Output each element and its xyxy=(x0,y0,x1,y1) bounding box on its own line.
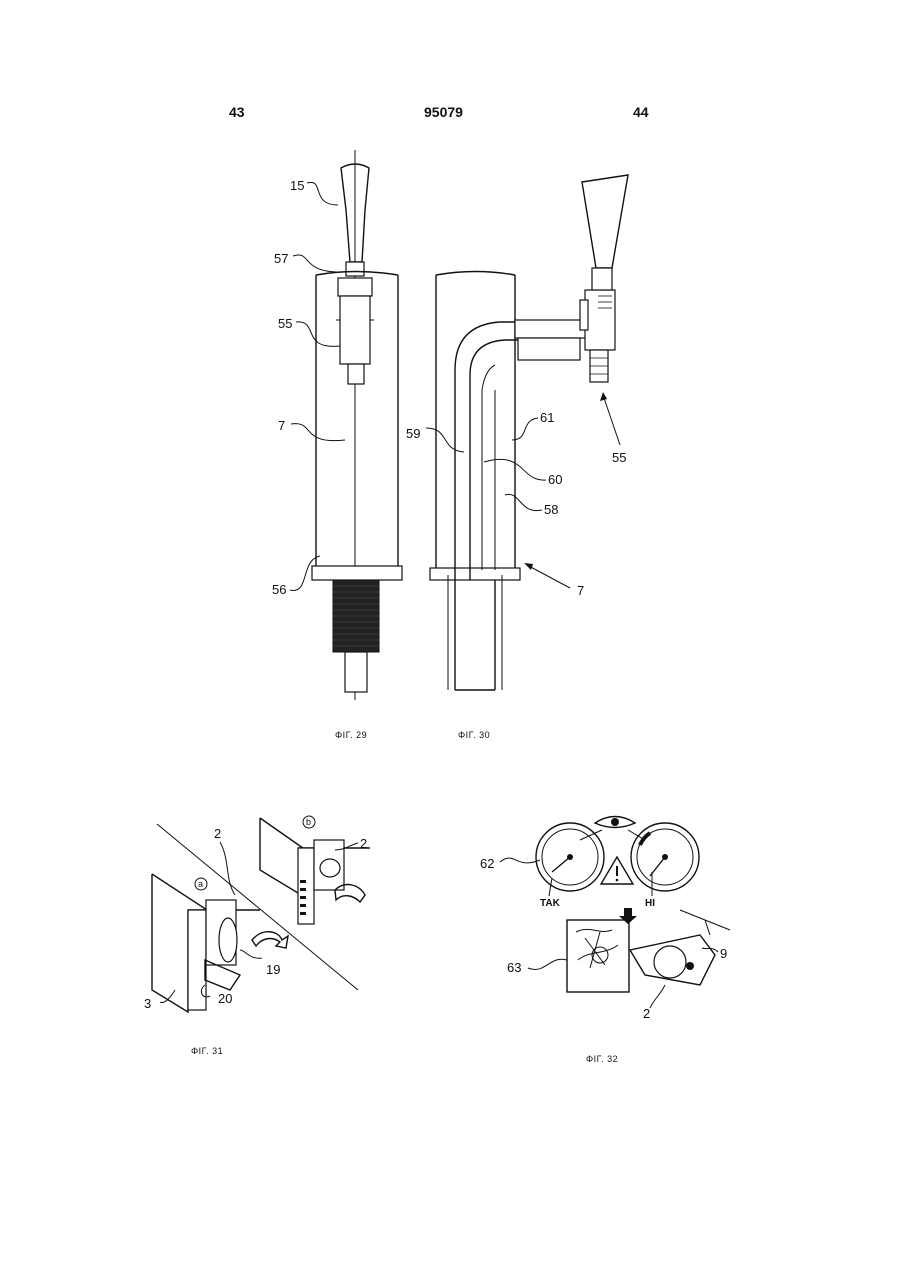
leader-58 xyxy=(505,494,542,510)
keg-connector-a xyxy=(219,918,237,962)
label-2-fig32: 2 xyxy=(643,1006,650,1021)
tap-valve-section xyxy=(585,290,615,350)
label-20: 20 xyxy=(218,991,232,1006)
tap-handle-section xyxy=(582,175,628,268)
rotate-arrow-b xyxy=(335,885,365,902)
gauge-left-needle xyxy=(552,857,570,872)
label-hi: HI xyxy=(645,898,655,909)
tap-arm-lower xyxy=(518,338,580,360)
label-57: 57 xyxy=(274,251,288,266)
label-61: 61 xyxy=(540,410,554,425)
leader-59 xyxy=(426,428,464,452)
figure-30: 61 59 55 60 58 7 ΦΙΓ. 30 xyxy=(406,175,628,740)
label-59: 59 xyxy=(406,426,420,441)
arrow-7 xyxy=(527,565,570,588)
label-62: 62 xyxy=(480,856,494,871)
leader-57 xyxy=(293,255,340,272)
leader-61 xyxy=(512,418,538,440)
tap-arm xyxy=(515,320,590,338)
label-2-b: 2 xyxy=(360,836,367,851)
label-7: 7 xyxy=(278,418,285,433)
label-3: 3 xyxy=(144,996,151,1011)
caption-fig-30: ΦΙΓ. 30 xyxy=(458,730,490,740)
label-63: 63 xyxy=(507,960,521,975)
arrow-55 xyxy=(603,395,620,445)
figure-31: a b 2 2 19 3 20 ΦΙΓ. 31 xyxy=(144,816,370,1056)
cabinet-a-front xyxy=(188,910,206,1010)
caption-fig-29: ΦΙΓ. 29 xyxy=(335,730,367,740)
label-55: 55 xyxy=(278,316,292,331)
handle-ferrule xyxy=(346,262,364,276)
down-arrow-icon xyxy=(619,908,637,924)
label-7-fig30: 7 xyxy=(577,583,584,598)
figure-32: 62 ΤΑΚ HI 63 9 2 ΦΙΓ. 32 xyxy=(480,817,730,1065)
figure-29: 15 57 55 7 56 ΦΙΓ. 29 xyxy=(272,150,402,740)
label-9: 9 xyxy=(720,946,727,961)
label-15: 15 xyxy=(290,178,304,193)
label-55-fig30: 55 xyxy=(612,450,626,465)
regulator-knob xyxy=(654,946,686,978)
tube-top-section xyxy=(436,272,515,276)
marker-b-label: b xyxy=(306,817,312,827)
valve-spout xyxy=(348,364,364,384)
lower-pipe xyxy=(345,652,367,692)
label-60: 60 xyxy=(548,472,562,487)
caption-fig-32: ΦΙΓ. 32 xyxy=(586,1054,618,1064)
label-2-a: 2 xyxy=(214,826,221,841)
valve-body xyxy=(340,296,370,364)
label-56: 56 xyxy=(272,582,286,597)
leader-55 xyxy=(296,322,340,346)
label-19: 19 xyxy=(266,962,280,977)
base-flange xyxy=(312,566,402,580)
bent-beer-line xyxy=(455,322,520,580)
marker-a-label: a xyxy=(198,879,204,889)
label-tak: ΤΑΚ xyxy=(540,898,561,909)
leader-15 xyxy=(307,182,338,205)
leader-7 xyxy=(291,424,345,441)
rotate-arrow-a xyxy=(252,932,288,948)
caption-fig-31: ΦΙΓ. 31 xyxy=(191,1046,223,1056)
label-58: 58 xyxy=(544,502,558,517)
base-flange-section xyxy=(430,568,520,580)
valve-top xyxy=(338,278,372,296)
